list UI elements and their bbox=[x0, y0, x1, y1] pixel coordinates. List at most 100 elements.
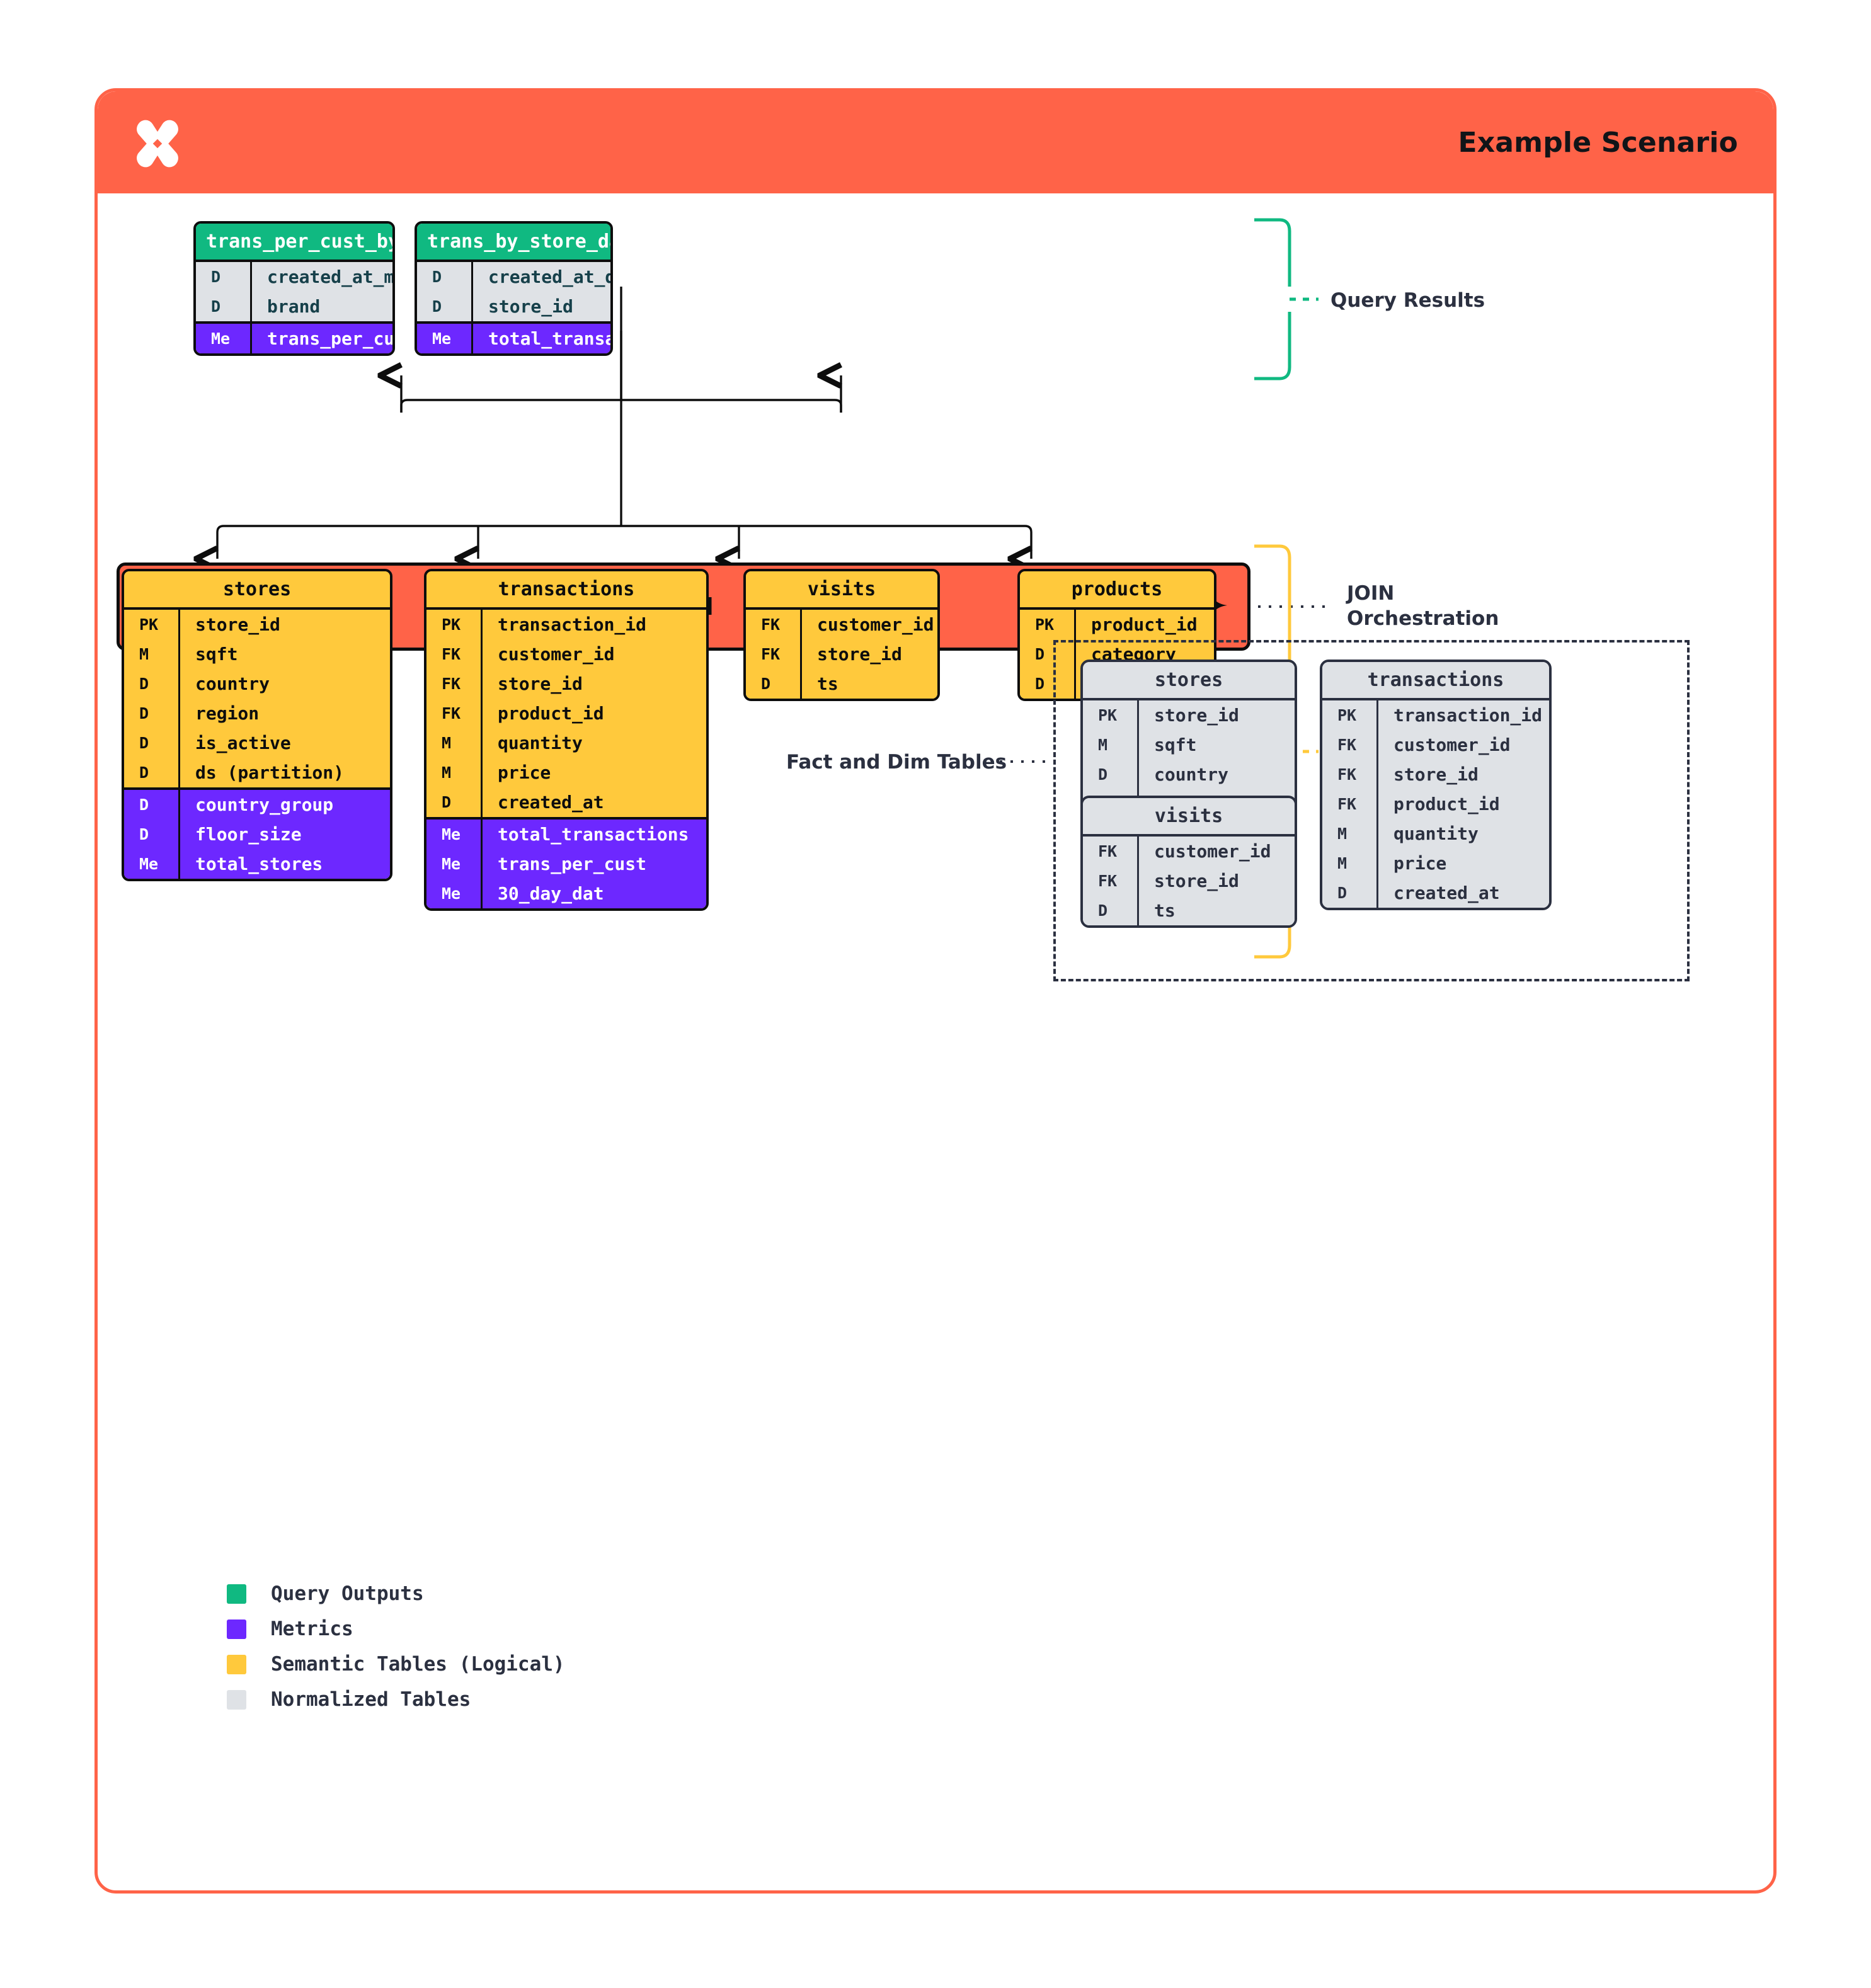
column-kind: D bbox=[442, 793, 452, 811]
column-name: country bbox=[178, 669, 390, 699]
query-results-bracket bbox=[1254, 218, 1319, 380]
column-kind: PK bbox=[442, 615, 461, 634]
table-row: D created_at_day bbox=[417, 262, 610, 292]
column-name: store_id bbox=[800, 639, 937, 669]
column-kind: FK bbox=[761, 645, 781, 663]
legend-item-semantic-tables: Semantic Tables (Logical) bbox=[227, 1653, 565, 1676]
column-name: created_at bbox=[1376, 878, 1549, 908]
table-name: stores bbox=[1083, 662, 1295, 698]
legend-item-metrics: Metrics bbox=[227, 1618, 565, 1640]
fact-and-dim-group bbox=[1053, 640, 1690, 981]
metric-section: Me total_transactions bbox=[417, 321, 610, 353]
column-name: trans_per_cust bbox=[481, 849, 706, 879]
annotation-join-orchestration: JOIN Orchestration bbox=[1347, 581, 1499, 631]
column-name: product_id bbox=[481, 699, 706, 728]
column-name: customer_id bbox=[481, 639, 706, 669]
column-kind: D bbox=[432, 297, 442, 316]
annotation-line: Orchestration bbox=[1347, 607, 1499, 630]
legend-swatch bbox=[227, 1689, 246, 1710]
column-kind: Me bbox=[139, 855, 159, 873]
query-result-table-trans-by-store-day[interactable]: trans_by_store_day D created_at_day D st… bbox=[415, 221, 613, 356]
column-name: floor_size bbox=[178, 820, 390, 849]
table-name: transactions bbox=[426, 571, 706, 607]
table-name: transactions bbox=[1322, 662, 1549, 698]
metric-section: Me trans_per_cust bbox=[196, 321, 392, 353]
column-kind: PK bbox=[139, 615, 159, 634]
table-name: stores bbox=[124, 571, 390, 607]
column-name: customer_id bbox=[1137, 837, 1295, 866]
column-kind: FK bbox=[442, 645, 461, 663]
join-annotation-leader bbox=[1258, 605, 1331, 608]
table-name: products bbox=[1020, 571, 1214, 607]
column-name: ts bbox=[800, 669, 937, 699]
column-kind: D bbox=[139, 763, 149, 782]
column-kind: M bbox=[1337, 854, 1347, 872]
column-kind: D bbox=[139, 734, 149, 752]
table-row: D brand bbox=[196, 292, 392, 321]
table-name: visits bbox=[1083, 798, 1295, 834]
column-kind: FK bbox=[1337, 765, 1357, 784]
column-kind: PK bbox=[1098, 706, 1118, 724]
column-name: ts bbox=[1137, 896, 1295, 925]
table-row: D store_id bbox=[417, 292, 610, 321]
table-row: D created_at_month bbox=[196, 262, 392, 292]
table-row: PK store_id bbox=[124, 610, 390, 639]
table-row: FK customer_id bbox=[426, 639, 706, 669]
column-kind: D bbox=[211, 268, 221, 286]
column-kind: D bbox=[211, 297, 221, 316]
column-kind: FK bbox=[442, 675, 461, 693]
column-name: created_at_day bbox=[471, 262, 610, 292]
column-kind: FK bbox=[1337, 795, 1357, 813]
table-row: FK store_id bbox=[746, 639, 937, 669]
column-name: sqft bbox=[178, 639, 390, 669]
column-name: customer_id bbox=[1376, 730, 1549, 760]
table-name: visits bbox=[746, 571, 937, 607]
legend-swatch bbox=[227, 1654, 246, 1674]
fact-and-dim-leader bbox=[1000, 760, 1053, 763]
column-kind: M bbox=[442, 763, 452, 782]
legend: Query Outputs Metrics Semantic Tables (L… bbox=[227, 1582, 565, 1723]
column-name: total_transactions bbox=[481, 820, 706, 849]
column-name: sqft bbox=[1137, 730, 1295, 760]
column-name: country_group bbox=[178, 790, 390, 820]
column-kind: Me bbox=[442, 884, 461, 903]
column-name: quantity bbox=[481, 728, 706, 758]
card-header: Example Scenario bbox=[98, 91, 1773, 193]
column-name: store_id bbox=[178, 610, 390, 639]
column-name: quantity bbox=[1376, 819, 1549, 848]
table-row: Me trans_per_cust bbox=[196, 324, 392, 353]
column-name: store_id bbox=[1137, 866, 1295, 896]
column-kind: D bbox=[139, 796, 149, 814]
diagram-card: Example Scenario bbox=[94, 88, 1777, 1894]
x-star-logo-icon bbox=[130, 117, 185, 171]
query-result-table-trans-per-cust-by-brand-month[interactable]: trans_per_cust_by_brand_month D created_… bbox=[193, 221, 395, 356]
column-kind: D bbox=[1337, 884, 1347, 902]
